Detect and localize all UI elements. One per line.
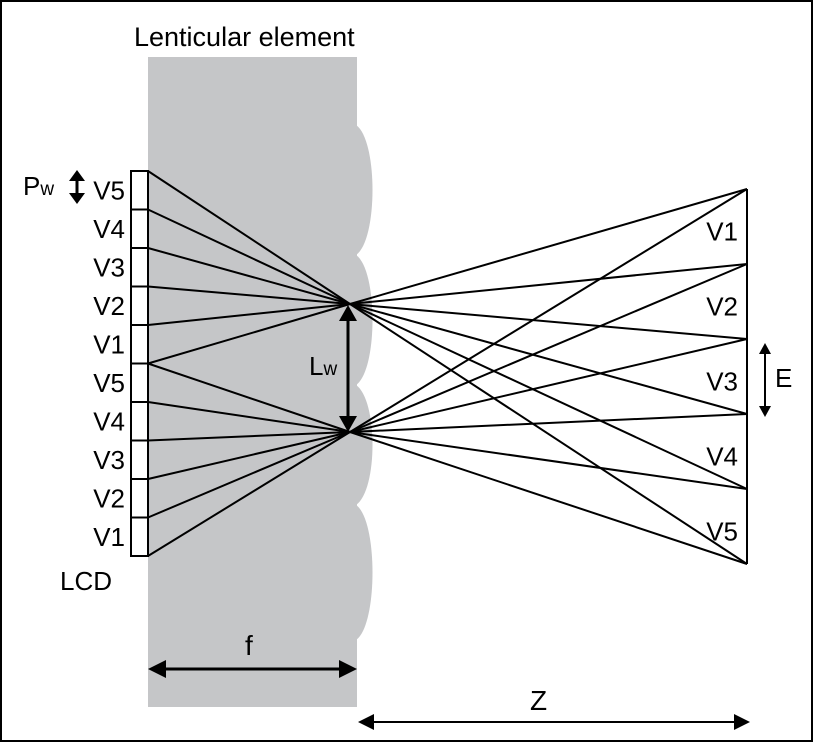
light-ray (147, 247, 351, 305)
lenslet-1 (356, 125, 373, 255)
light-ray (349, 303, 748, 340)
light-ray (349, 303, 748, 415)
lens-width-main: L (309, 351, 323, 381)
light-ray (147, 401, 351, 433)
focal-length-arrow-icon (148, 660, 357, 678)
lenslet-3 (356, 385, 373, 505)
viewing-zone-label: V5 (706, 517, 738, 547)
light-ray (147, 362, 351, 433)
viewing-distance-arrow-icon (358, 714, 750, 730)
light-ray (349, 263, 748, 305)
lcd-view-label: V4 (93, 406, 125, 436)
viewing-distance-label: Z (530, 685, 547, 716)
light-ray (349, 188, 748, 305)
eye-separation-arrow-icon (759, 343, 771, 417)
lens-width-sub: w (322, 359, 337, 380)
lcd-pixel-dividers (131, 208, 148, 519)
light-ray (349, 338, 748, 433)
lens-body (148, 57, 357, 707)
light-ray (147, 303, 351, 365)
light-ray (147, 431, 351, 557)
lens-width-arrow-icon (339, 305, 357, 432)
lcd-view-label: V3 (93, 252, 125, 282)
light-ray (147, 431, 351, 519)
lcd-view-label: V4 (93, 214, 125, 244)
lenslet-4 (356, 505, 373, 640)
lcd-view-label: V1 (93, 522, 125, 552)
lcd-view-label: V5 (93, 175, 125, 205)
lcd-view-label: V2 (93, 291, 125, 321)
viewing-zone-label: V4 (706, 442, 738, 472)
light-ray (349, 431, 748, 565)
light-ray (147, 431, 351, 480)
pixel-width-main: P (23, 171, 40, 201)
light-ray (147, 170, 351, 305)
light-ray (147, 431, 351, 442)
lcd-view-label: V3 (93, 445, 125, 475)
viewing-zone-label: V3 (706, 367, 738, 397)
light-ray (349, 303, 748, 490)
lcd-view-label: V5 (93, 368, 125, 398)
light-ray (349, 188, 748, 433)
lenticular-element (148, 57, 373, 707)
light-ray (349, 431, 748, 490)
viewing-zone-label: V2 (706, 292, 738, 322)
light-ray (147, 303, 351, 326)
light-ray (147, 208, 351, 305)
light-rays (147, 170, 748, 565)
light-ray (147, 285, 351, 305)
focal-length-label: f (245, 630, 253, 661)
pixel-width-label: Pw (23, 171, 54, 201)
pixel-width-arrow-icon (69, 170, 85, 204)
eye-separation-label: E (775, 363, 792, 393)
light-ray (349, 413, 748, 433)
lcd-view-label: V1 (93, 329, 125, 359)
light-ray (349, 303, 748, 565)
lenslet-2 (356, 255, 373, 385)
lcd-label: LCD (60, 566, 112, 596)
pixel-width-sub: w (39, 179, 54, 200)
light-ray (349, 263, 748, 433)
lens-width-label: Lw (309, 351, 337, 381)
diagram-title: Lenticular element (134, 22, 355, 52)
lcd-view-label: V2 (93, 483, 125, 513)
viewing-zone-label: V1 (706, 217, 738, 247)
